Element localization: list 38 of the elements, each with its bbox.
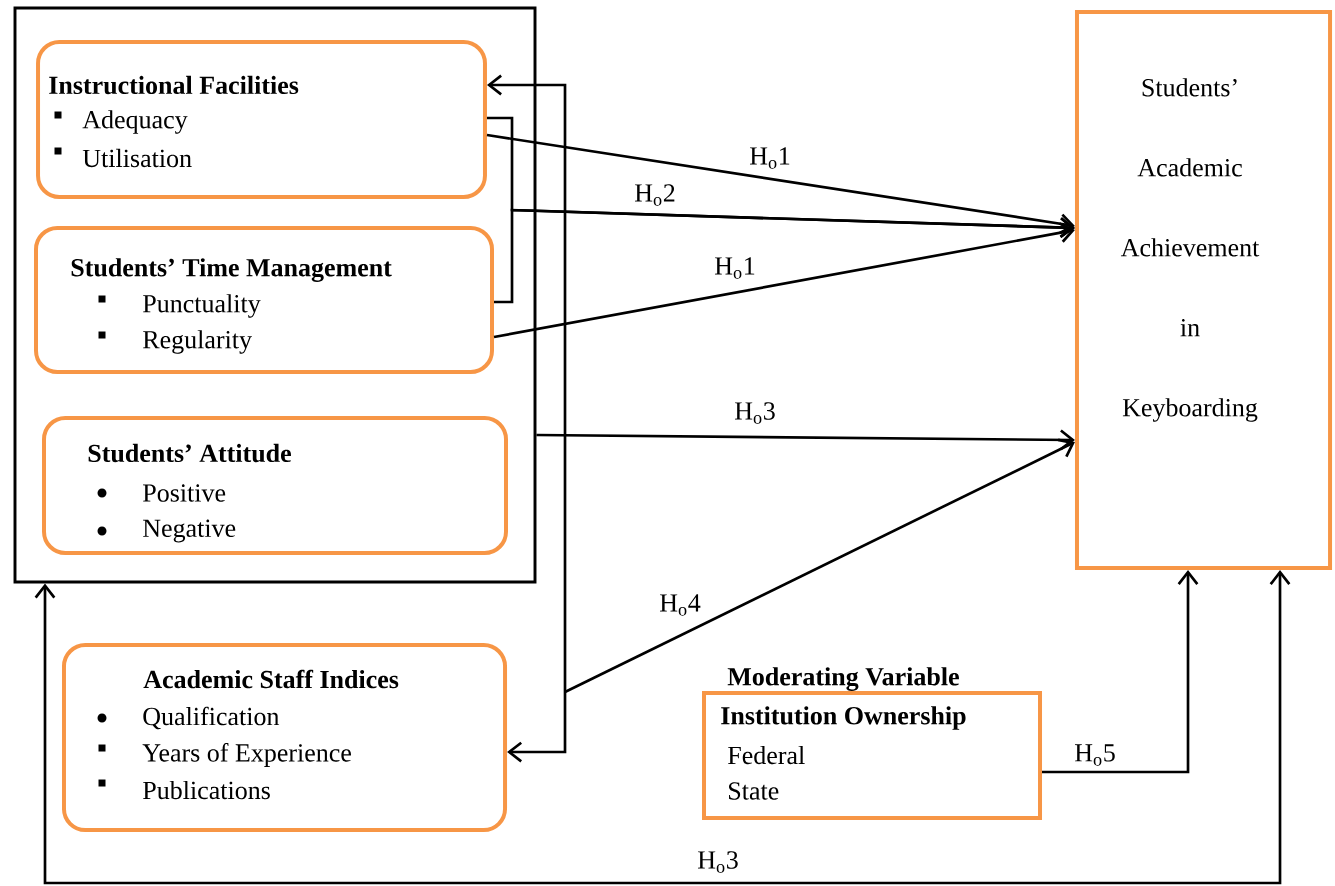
list-item: Negative bbox=[97, 519, 236, 543]
edge-label: H$_{o}$5 bbox=[1072, 743, 1118, 767]
variable-box bbox=[42, 416, 508, 555]
list-item: Publications bbox=[98, 779, 270, 800]
list-item: State bbox=[729, 782, 779, 800]
edge-label: H$_{o}$3 bbox=[695, 849, 741, 875]
list-item: Utilisation bbox=[54, 147, 192, 168]
heading: Institution Ownership bbox=[721, 706, 966, 730]
list-item: Punctuality bbox=[98, 294, 261, 318]
arrow bbox=[1042, 570, 1199, 774]
heading: Moderating Variable bbox=[727, 667, 959, 691]
list-item: Regularity bbox=[98, 330, 252, 354]
heading: Students’ Attitude bbox=[88, 443, 291, 463]
edge-label: H$_{o}$1 bbox=[747, 145, 793, 171]
variable-box bbox=[34, 226, 494, 374]
list-item: Federal bbox=[728, 745, 805, 765]
box-text: Students’ Academic Achievement in Keyboarding bbox=[1120, 78, 1260, 422]
edge-label: H$_{o}$2 bbox=[632, 182, 678, 208]
arrow bbox=[493, 222, 1075, 339]
list-item: Qualification bbox=[97, 706, 280, 730]
arrow bbox=[564, 438, 1075, 694]
arrow bbox=[34, 570, 1291, 885]
edge-label: H$_{o}$3 bbox=[732, 400, 778, 426]
variable-box bbox=[61, 642, 508, 833]
arrow bbox=[494, 208, 1075, 304]
list-item: Adequacy bbox=[54, 110, 188, 134]
variable-box bbox=[702, 667, 1042, 821]
group-frame bbox=[13, 6, 537, 584]
edge-label: H$_{o}$1 bbox=[712, 255, 758, 281]
heading: Instructional Facilities bbox=[49, 75, 299, 95]
list-item: Positive bbox=[97, 484, 226, 502]
heading: Academic Staff Indices bbox=[143, 669, 399, 689]
variable-box bbox=[1075, 10, 1333, 570]
heading: Students’ Time Management bbox=[71, 258, 392, 282]
variable-box bbox=[36, 40, 487, 199]
arrow bbox=[486, 74, 567, 763]
edge-label: H$_{o}$4 bbox=[657, 592, 703, 618]
list-item: Years of Experience bbox=[98, 743, 351, 767]
